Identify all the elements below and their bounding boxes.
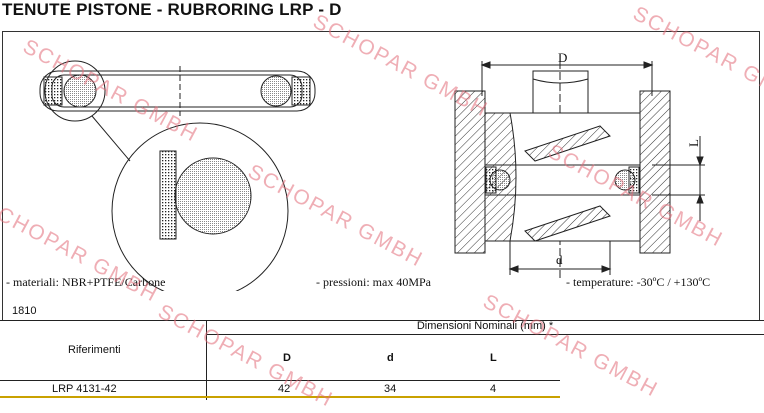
page-title: TENUTE PISTONE - RUBRORING LRP - D [2, 0, 342, 19]
spec-materials: - materiali: NBR+PTFE/Carbone [6, 275, 166, 289]
dim-L-label: L [686, 139, 701, 147]
dim-d-label: d [556, 252, 563, 267]
spec-temperature: - temperature: -30ºC / +130ºC [566, 275, 711, 289]
technical-drawing: D d L [39, 50, 705, 291]
group-header-rule [206, 334, 764, 335]
ref-column-header: Riferimenti [68, 344, 121, 356]
table-top-rule [0, 320, 764, 321]
row-1-L: 4 [490, 383, 497, 395]
header-bottom-rule [0, 380, 560, 381]
drawing-code: 1810 [12, 305, 37, 317]
ref-column-divider [206, 320, 207, 400]
col-header-L: L [490, 352, 497, 364]
ring-view [39, 60, 316, 291]
row-highlight-rule [0, 396, 560, 398]
col-header-D: D [283, 352, 291, 364]
spec-pressure: - pressioni: max 40MPa [316, 275, 431, 289]
assembly-view [454, 61, 705, 281]
row-1-ref: LRP 4131-42 [52, 383, 117, 395]
dim-D-label: D [558, 50, 567, 65]
row-1-d: 34 [384, 383, 397, 395]
dimensions-group-header: Dimensioni Nominali (mm) * [416, 320, 554, 332]
row-1-D: 42 [278, 383, 291, 395]
col-header-d: d [387, 352, 394, 364]
